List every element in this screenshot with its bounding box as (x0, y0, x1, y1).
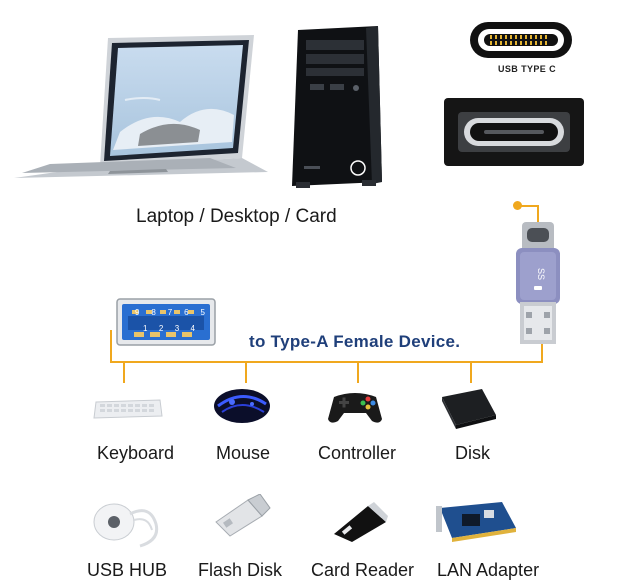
bus-drop-keyboard (123, 361, 125, 383)
pin-label: 9 (135, 308, 140, 317)
usb-a-female-port-image (116, 298, 216, 346)
adapter-wire-vertical (537, 205, 539, 227)
device-label-mouse: Mouse (216, 443, 271, 463)
usb-c-port-image (470, 22, 572, 58)
pin-label: 8 (151, 308, 156, 317)
usb-c-label: USB TYPE C (498, 64, 557, 74)
headline: to Type-A Female Device. (249, 332, 461, 351)
adapter-wire-horizontal (517, 205, 539, 207)
port-pins-bottom: 1 2 3 4 (143, 324, 195, 333)
mouse-icon (214, 389, 270, 423)
laptop-image (14, 35, 268, 178)
bus-riser-right (541, 340, 543, 363)
pin-label: 5 (200, 308, 205, 317)
device-label-controller: Controller (318, 443, 397, 463)
desktop-tower-image (292, 26, 382, 188)
adapter-wire-dot (513, 201, 522, 210)
lan-adapter-icon (436, 502, 516, 542)
usb-hub-icon (93, 503, 159, 548)
bus-drop-disk (470, 361, 472, 383)
bus-drop-mouse (245, 361, 247, 383)
pin-label: 2 (158, 324, 164, 333)
device-label-flash-disk: Flash Disk (198, 560, 283, 580)
usb-c-card-port-image (444, 98, 584, 166)
device-label-keyboard: Keyboard (97, 443, 175, 463)
device-label-usb-hub: USB HUB (87, 560, 168, 580)
pin-label: 1 (143, 324, 148, 333)
device-label-disk: Disk (455, 443, 490, 463)
keyboard-icon (93, 399, 163, 419)
controller-icon (328, 393, 382, 423)
pin-label: 6 (184, 308, 189, 317)
port-pins-top: 9 8 7 6 5 (135, 308, 205, 317)
pin-label: 4 (190, 324, 195, 333)
connection-bus (110, 361, 543, 363)
bus-riser-left (110, 330, 112, 363)
flash-disk-icon (215, 494, 271, 537)
card-reader-icon (334, 502, 388, 542)
usb-a-to-c-adapter-image: SS (516, 222, 560, 344)
pin-label: 3 (174, 324, 180, 333)
adapter-logo-text: SS (536, 268, 546, 280)
bus-drop-controller (357, 361, 359, 383)
pin-label: 7 (167, 308, 173, 317)
disk-icon (442, 389, 496, 429)
hosts-caption: Laptop / Desktop / Card (136, 206, 337, 227)
device-label-card-reader: Card Reader (311, 560, 415, 580)
device-label-lan-adapter: LAN Adapter (437, 560, 540, 580)
